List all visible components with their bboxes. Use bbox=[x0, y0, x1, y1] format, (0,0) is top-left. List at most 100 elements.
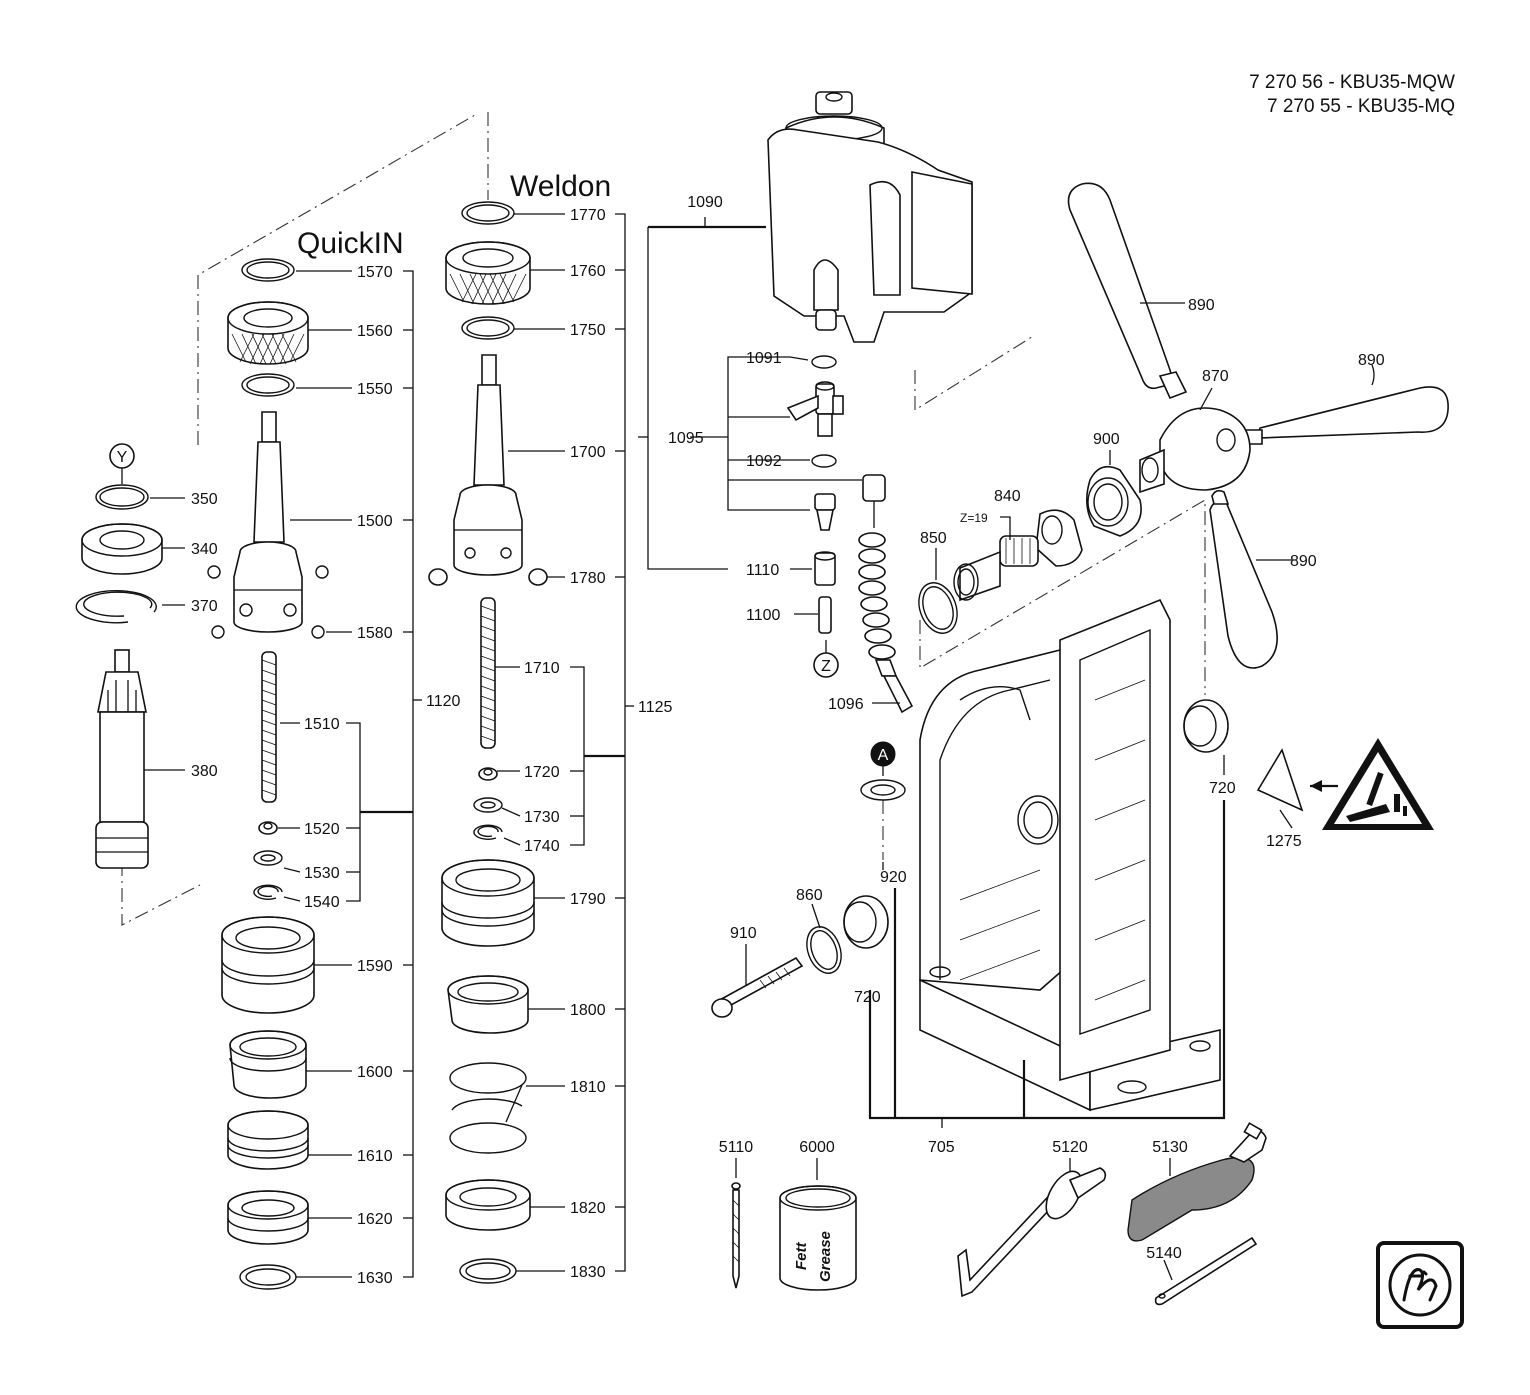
part-hose-fitting-a bbox=[814, 493, 836, 531]
label-1610: 1610 bbox=[357, 1148, 393, 1165]
label-890-lower: 890 bbox=[1290, 553, 1317, 570]
label-860: 860 bbox=[796, 887, 823, 904]
title-weldon: Weldon bbox=[510, 170, 611, 203]
label-1770: 1770 bbox=[570, 207, 606, 224]
coolant-leaders bbox=[638, 217, 900, 704]
label-900: 900 bbox=[1093, 431, 1120, 448]
part-860-circlip bbox=[806, 926, 842, 974]
warning-triangle-icon bbox=[1322, 738, 1434, 830]
callout-y-label: Y bbox=[117, 449, 128, 466]
part-1700-arbor bbox=[453, 354, 523, 576]
label-1560: 1560 bbox=[357, 323, 393, 340]
part-1770-ring bbox=[461, 201, 515, 225]
part-1530 bbox=[253, 850, 283, 866]
label-1110: 1110 bbox=[746, 562, 779, 579]
label-1740: 1740 bbox=[524, 838, 560, 855]
part-1095-valve bbox=[786, 381, 844, 437]
part-1096-hose bbox=[858, 474, 914, 714]
part-1760-knurled-nut bbox=[445, 241, 531, 305]
part-900-gear-ring bbox=[1086, 465, 1142, 537]
part-850-ring bbox=[918, 582, 958, 634]
label-910: 910 bbox=[730, 925, 757, 942]
part-380-spindle bbox=[95, 649, 149, 869]
base-labels: 910 860 720 920 720 705 bbox=[730, 780, 1236, 1156]
part-5120-tool bbox=[957, 1158, 1107, 1298]
label-1510: 1510 bbox=[304, 716, 340, 733]
part-1730 bbox=[473, 797, 503, 813]
part-890-handle-lower bbox=[1209, 489, 1278, 669]
label-870: 870 bbox=[1202, 368, 1229, 385]
label-340: 340 bbox=[191, 541, 218, 558]
label-1600: 1600 bbox=[357, 1064, 393, 1081]
fein-logo bbox=[1376, 1241, 1464, 1329]
label-1090: 1090 bbox=[687, 194, 723, 211]
label-1520: 1520 bbox=[304, 821, 340, 838]
label-1095: 1095 bbox=[668, 430, 704, 447]
label-1700: 1700 bbox=[570, 444, 606, 461]
label-1590: 1590 bbox=[357, 958, 393, 975]
label-1710: 1710 bbox=[524, 660, 560, 677]
label-1091: 1091 bbox=[746, 350, 782, 367]
label-z19: Z=19 bbox=[960, 511, 988, 525]
part-1710-spring bbox=[480, 597, 496, 749]
part-910-bolt bbox=[711, 956, 804, 1018]
label-380: 380 bbox=[191, 763, 218, 780]
label-1830: 1830 bbox=[570, 1264, 606, 1281]
label-5120: 5120 bbox=[1052, 1139, 1088, 1156]
label-370: 370 bbox=[191, 598, 218, 615]
part-5130-strap bbox=[1127, 1122, 1267, 1242]
part-1810-spring-ring bbox=[449, 1062, 527, 1154]
part-1780-pins bbox=[428, 568, 548, 586]
part-1590-housing bbox=[221, 916, 315, 1014]
weldon-parts bbox=[428, 201, 548, 1284]
part-1100-pin bbox=[818, 596, 832, 634]
model-line-2: 7 270 55 - KBU35-MQ bbox=[1267, 96, 1455, 117]
model-line-1: 7 270 56 - KBU35-MQW bbox=[1249, 72, 1455, 93]
label-5140: 5140 bbox=[1146, 1245, 1182, 1262]
part-1550-ring bbox=[241, 373, 295, 397]
coolant-labels: 1090 1091 1095 1092 1110 1100 1096 bbox=[668, 194, 864, 713]
title-quickin: QuickIN bbox=[297, 227, 404, 260]
part-890-handle-right bbox=[1239, 386, 1449, 445]
part-1740 bbox=[473, 824, 503, 840]
part-340-bearing bbox=[81, 523, 163, 575]
label-1780: 1780 bbox=[570, 570, 606, 587]
label-850: 850 bbox=[920, 530, 947, 547]
part-5110-pin bbox=[731, 1158, 741, 1289]
label-720-right: 720 bbox=[1209, 780, 1236, 797]
part-720-plug-right bbox=[1183, 699, 1229, 753]
part-1092 bbox=[811, 454, 837, 468]
quickin-labels: 1570 1560 1550 1500 1580 1510 1520 1530 … bbox=[304, 264, 461, 1287]
label-5130: 5130 bbox=[1152, 1139, 1188, 1156]
part-1830-circlip bbox=[459, 1258, 517, 1284]
label-1720: 1720 bbox=[524, 764, 560, 781]
part-6000-grease-can: Fett Grease bbox=[779, 1158, 857, 1291]
part-720-plug-left bbox=[843, 895, 889, 949]
label-1125: 1125 bbox=[638, 699, 673, 716]
label-1275: 1275 bbox=[1266, 833, 1302, 850]
part-1570-ring bbox=[241, 258, 295, 282]
part-1720 bbox=[478, 767, 498, 781]
part-1600-sleeve bbox=[229, 1030, 307, 1099]
label-1760: 1760 bbox=[570, 263, 606, 280]
handle-labels: 890 890 870 900 840 Z=19 850 890 bbox=[920, 297, 1385, 570]
base-leaders bbox=[745, 755, 1226, 1128]
part-1540 bbox=[253, 884, 283, 900]
part-1510-spring bbox=[261, 651, 277, 803]
handle-leaders bbox=[935, 302, 1375, 580]
part-1620-bearing bbox=[227, 1190, 309, 1245]
label-1790: 1790 bbox=[570, 891, 606, 908]
coolant-tap-parts: Z bbox=[786, 355, 914, 714]
part-370-ring bbox=[75, 590, 157, 624]
callout-z-label: Z bbox=[821, 658, 831, 675]
label-1530: 1530 bbox=[304, 865, 340, 882]
label-890-upper: 890 bbox=[1188, 297, 1215, 314]
part-1275-label: 1275 bbox=[1256, 748, 1338, 850]
label-1100: 1100 bbox=[746, 607, 781, 624]
part-5140-wedge bbox=[1154, 1236, 1258, 1306]
label-840: 840 bbox=[994, 488, 1021, 505]
grease-text-grease: Grease bbox=[817, 1231, 834, 1282]
part-1091 bbox=[811, 355, 837, 369]
label-1550: 1550 bbox=[357, 381, 393, 398]
